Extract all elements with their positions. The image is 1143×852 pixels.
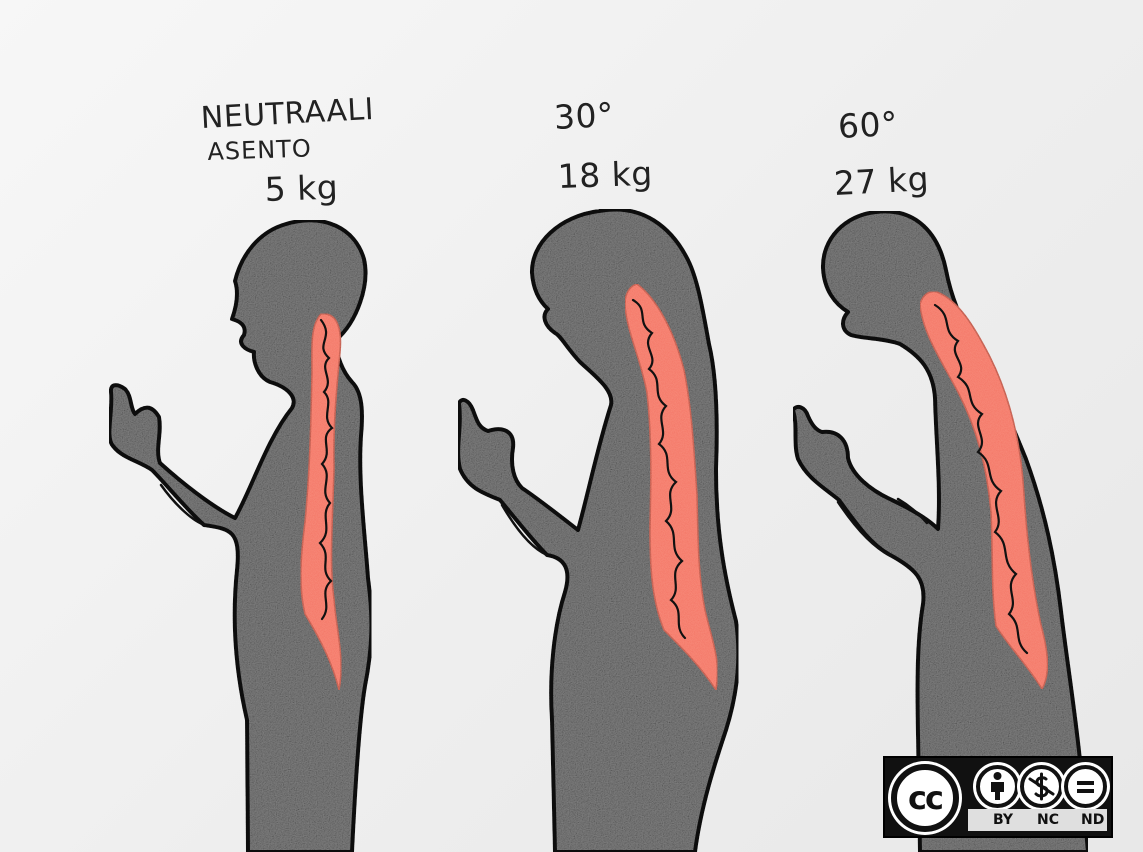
figure-30-degrees <box>458 209 738 852</box>
30-degree-angle-label: 30° <box>553 95 615 137</box>
license-term-by: BY <box>993 809 1013 831</box>
figure-neutral <box>109 220 371 852</box>
60-degree-weight-label: 27 kg <box>833 159 930 203</box>
30-degree-weight-label: 18 kg <box>557 154 653 196</box>
cc-icon: cc <box>891 764 959 832</box>
noncommercial-icon <box>1020 765 1063 808</box>
license-terms-strip: BY NC ND <box>968 809 1107 831</box>
60-degree-angle-label: 60° <box>837 104 899 146</box>
creative-commons-license-badge: cc BY NC ND <box>883 756 1113 838</box>
neutral-posture-label-line2: ASENTO <box>207 134 312 166</box>
license-term-nd: ND <box>1081 809 1104 831</box>
neutral-weight-label: 5 kg <box>264 167 339 209</box>
attribution-icon <box>976 765 1019 808</box>
license-term-nc: NC <box>1037 809 1059 831</box>
no-derivatives-icon <box>1064 765 1107 808</box>
